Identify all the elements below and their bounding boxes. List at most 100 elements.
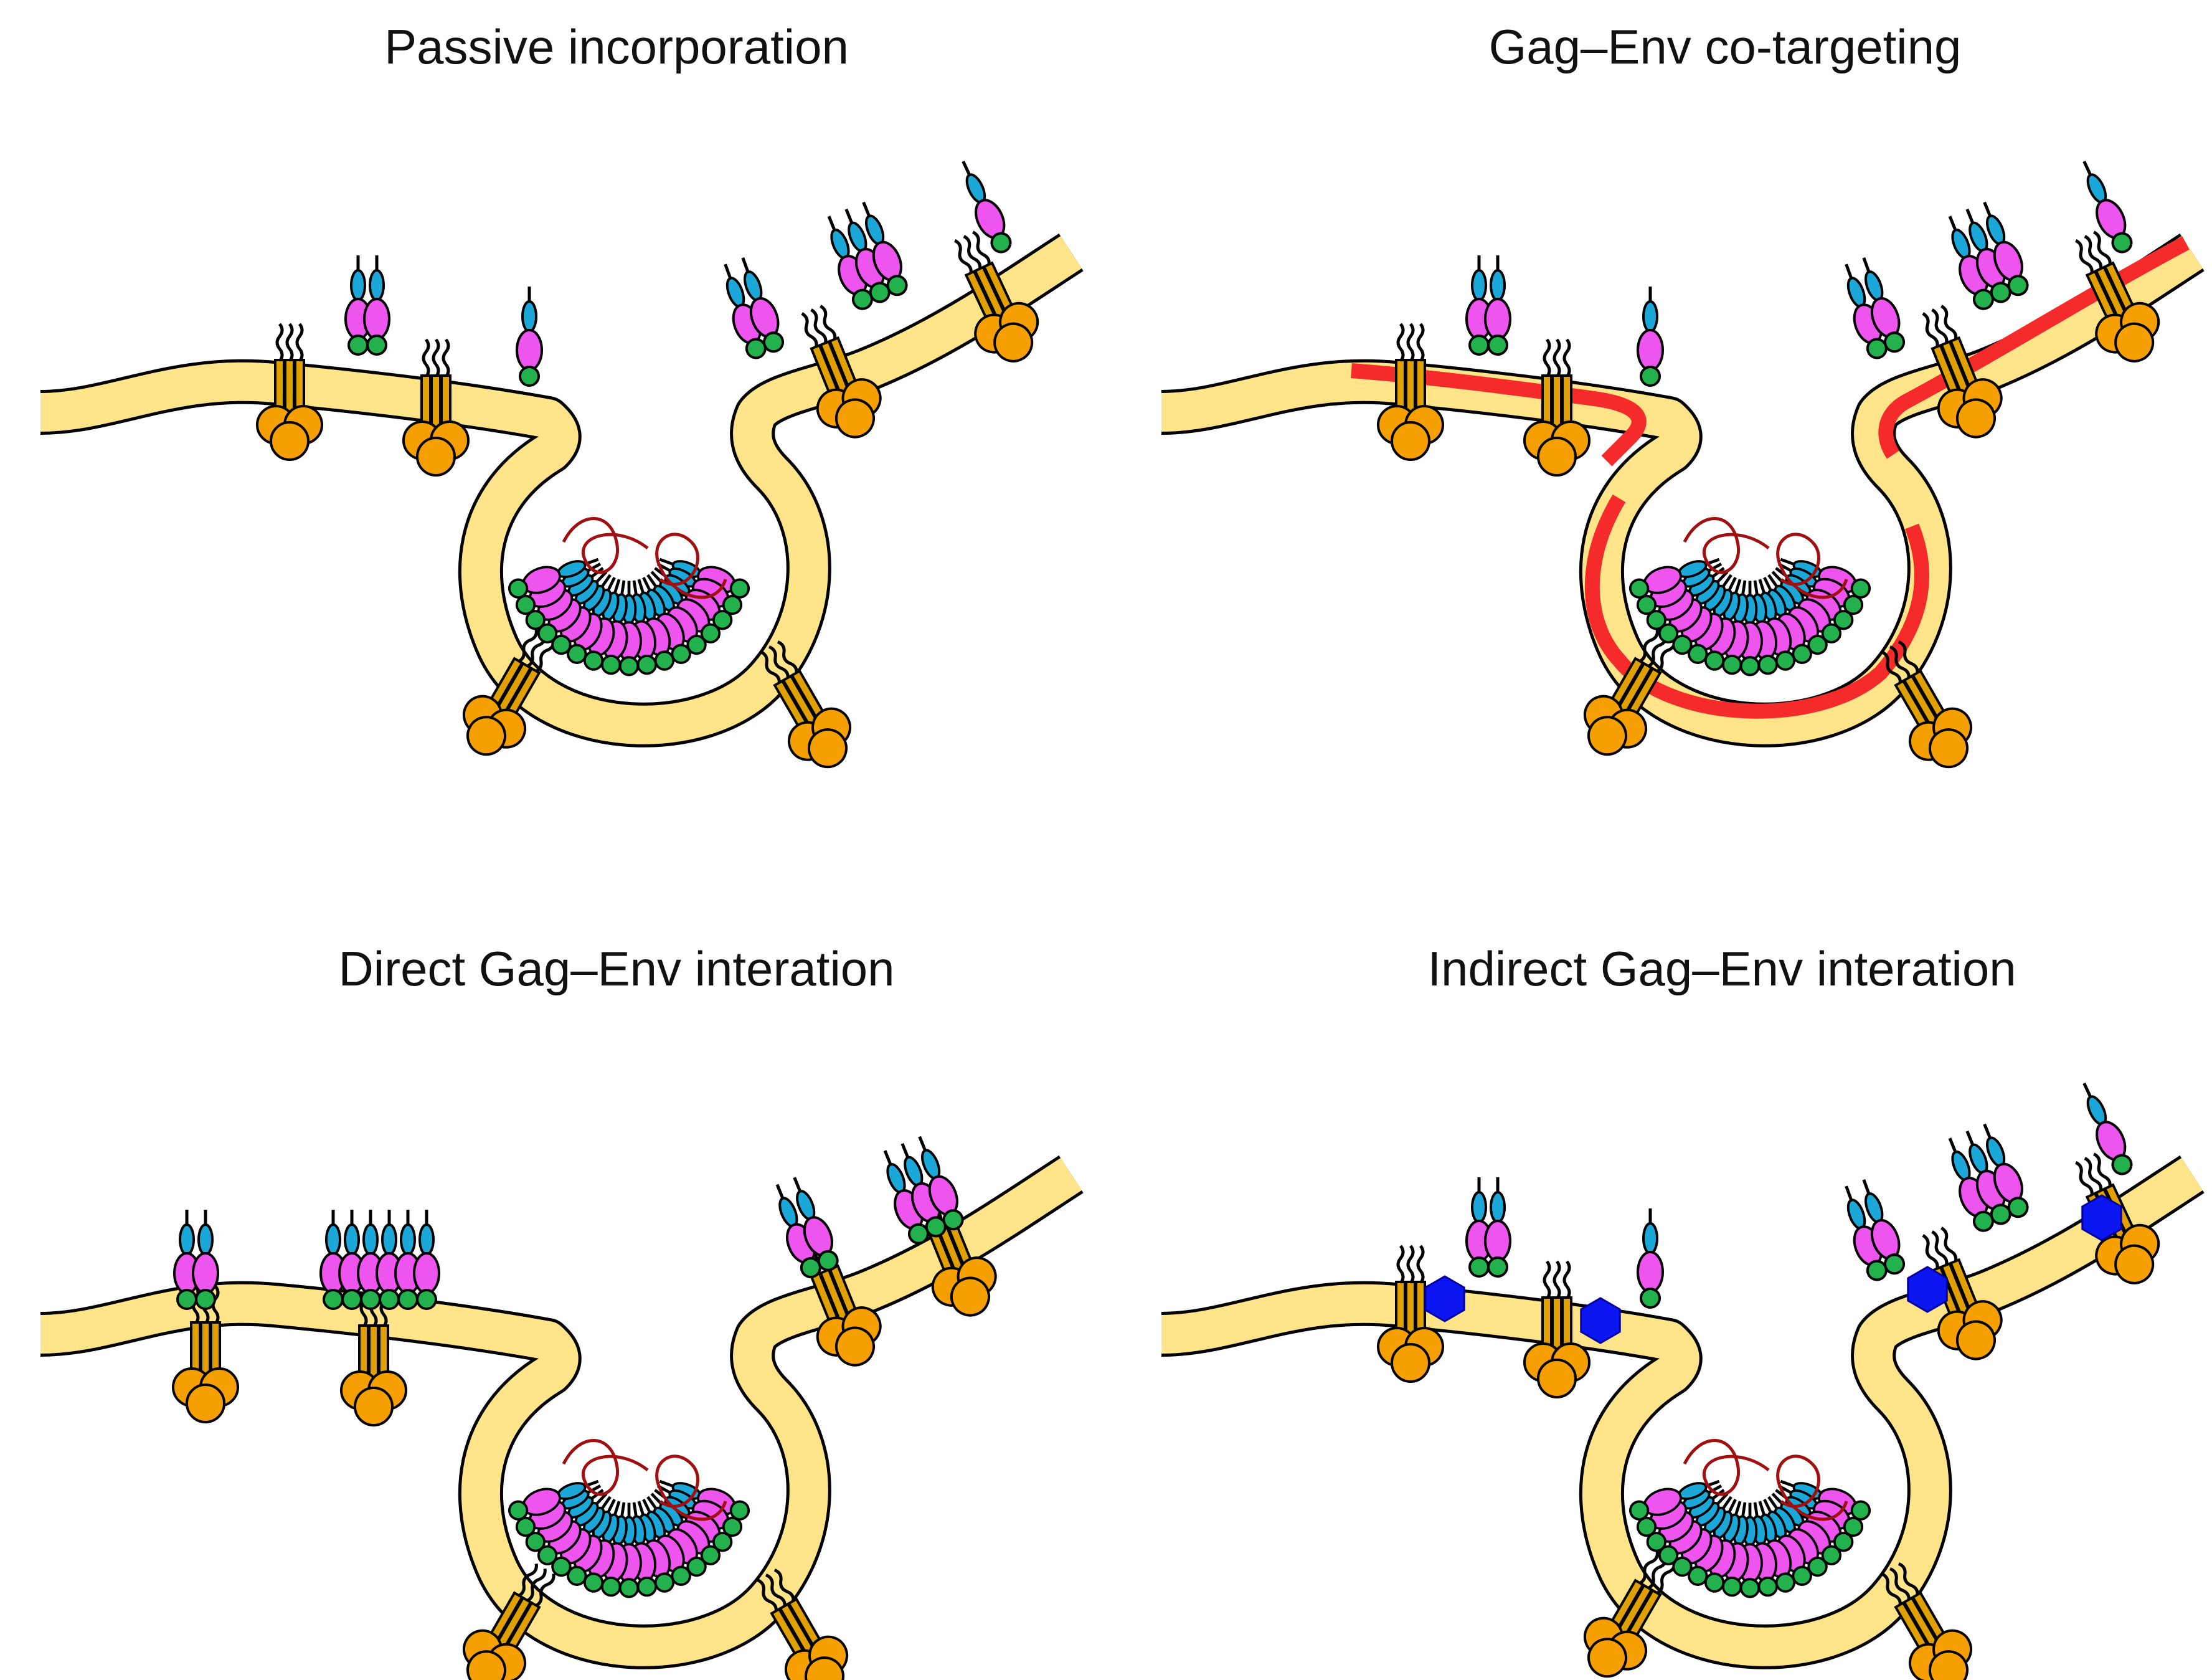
- env-head: [1955, 1320, 1996, 1360]
- gag-p6-tail: [637, 1501, 645, 1516]
- gag-ma-domain: [397, 1289, 418, 1310]
- gag-p6-tail: [1763, 1499, 1772, 1514]
- gag-p6-tail: [1758, 1501, 1766, 1516]
- env-head: [270, 421, 310, 461]
- gag-nc-domain: [381, 1223, 397, 1256]
- gag-ma-domain: [1468, 1256, 1490, 1278]
- gag-ca-domain: [516, 329, 543, 371]
- env-glycan-chain: [534, 1573, 555, 1608]
- gag-ma-domain: [618, 656, 640, 676]
- viral-rna: [1683, 1439, 1848, 1521]
- gag-p6-tail: [613, 579, 621, 594]
- env-trimer: [1523, 338, 1590, 477]
- gag-p6-tail: [587, 562, 602, 572]
- env-head: [2114, 1244, 2155, 1284]
- gag-ma-domain: [347, 335, 369, 356]
- gag-cluster: [775, 1177, 839, 1279]
- gag-p6-tail: [1721, 574, 1732, 588]
- gag-p6-tail: [595, 1493, 608, 1506]
- gag-molecule: [338, 1210, 366, 1310]
- env-glycan-chain: [275, 323, 284, 363]
- gag-p6-tail: [1965, 208, 1975, 225]
- membrane-gag-group: [1465, 160, 2133, 387]
- gag-molecule: [741, 257, 785, 353]
- env-trimer: [2075, 230, 2160, 363]
- gag-molecule: [918, 1136, 964, 1231]
- env-glycan-chain: [1940, 1227, 1958, 1263]
- gag-molecule: [775, 1184, 821, 1279]
- env-group: [1377, 230, 2160, 769]
- gag-nc-domain: [1642, 1222, 1658, 1255]
- env-head: [1955, 398, 1996, 439]
- gag-p6-tail: [793, 1177, 802, 1193]
- gag-p6-tail: [632, 580, 638, 596]
- gag-p6-tail: [2082, 1082, 2092, 1098]
- env-trimer: [1523, 1260, 1590, 1398]
- gag-molecule: [1862, 1179, 1906, 1275]
- gag-p6-tail: [1753, 1502, 1759, 1517]
- env-trimer: [1922, 305, 2003, 439]
- gag-cluster: [724, 257, 785, 359]
- membrane-gag-group: [173, 1136, 964, 1310]
- gag-molecule: [319, 1210, 347, 1310]
- membrane-gag-group: [344, 160, 1012, 387]
- gag-p6-tail: [1741, 1502, 1747, 1517]
- gag-ma-domain: [1757, 1576, 1778, 1597]
- gag-p6-tail: [659, 1479, 674, 1488]
- env-glycan-chain: [1406, 323, 1415, 363]
- env-glycan-chain: [1931, 308, 1949, 345]
- gag-ma-domain: [618, 1578, 640, 1598]
- gag-molecule: [1628, 1479, 1720, 1521]
- env-glycan-chain: [1638, 1551, 1659, 1585]
- gag-p6-tail: [1948, 1137, 1957, 1154]
- gag-p6-tail: [741, 257, 750, 273]
- env-glycan-chain: [760, 650, 781, 685]
- gag-molecule: [357, 1210, 384, 1310]
- env-trimer: [340, 1288, 407, 1426]
- gag-molecule: [1484, 1177, 1511, 1278]
- gag-p6-tail: [600, 1496, 612, 1510]
- gag-p6-tail: [827, 216, 836, 232]
- gag-ma-domain: [1640, 366, 1661, 387]
- membrane-bilayer: [40, 1155, 1084, 1669]
- env-glycan-chain: [517, 1564, 538, 1598]
- gag-molecule: [1628, 558, 1720, 599]
- env-glycan-chain: [1881, 1572, 1902, 1606]
- gag-p6-tail: [620, 580, 626, 596]
- env-glycan-chain: [777, 640, 798, 675]
- env-trimer: [1377, 1245, 1444, 1383]
- gag-molecule: [376, 1210, 403, 1310]
- env-head: [808, 728, 848, 769]
- gag-cluster: [1948, 201, 2029, 310]
- gag-molecule: [413, 1210, 440, 1310]
- gag-p6-tail: [642, 577, 651, 592]
- env-glycan-chain: [285, 323, 294, 363]
- gag-cluster: [1948, 1123, 2029, 1232]
- env-trimer: [954, 230, 1039, 363]
- bridge-group: [1424, 1194, 2122, 1344]
- gag-ma-domain: [763, 331, 785, 353]
- env-glycan-chain: [1922, 312, 1939, 349]
- gag-ma-domain: [416, 1289, 437, 1310]
- gag-p6-tail: [620, 1502, 626, 1517]
- env-glycan-chain: [963, 235, 982, 271]
- env-glycan-chain: [432, 338, 440, 378]
- gag-lattice: [1628, 517, 1871, 676]
- panel-title-indirect: Indirect Gag–Env interation: [1427, 941, 2016, 996]
- env-head: [834, 1326, 875, 1367]
- gag-p6-tail: [2082, 160, 2092, 176]
- gag-molecule: [394, 1210, 422, 1310]
- membrane-outline: [1161, 1155, 2205, 1669]
- gag-nc-domain: [344, 1223, 360, 1256]
- env-head: [993, 322, 1034, 363]
- env-glycan-chain: [1922, 1234, 1939, 1271]
- gag-ma-domain: [1722, 654, 1742, 675]
- membrane-fill: [40, 236, 1082, 744]
- gag-ca-domain: [363, 298, 390, 340]
- env-glycan-chain: [768, 645, 790, 680]
- gag-p6-tail: [1741, 580, 1747, 596]
- env-glycan-chain: [295, 323, 304, 363]
- env-glycan-chain: [972, 230, 991, 267]
- env-glycan-chain: [773, 1568, 795, 1603]
- env-head: [1391, 1343, 1430, 1383]
